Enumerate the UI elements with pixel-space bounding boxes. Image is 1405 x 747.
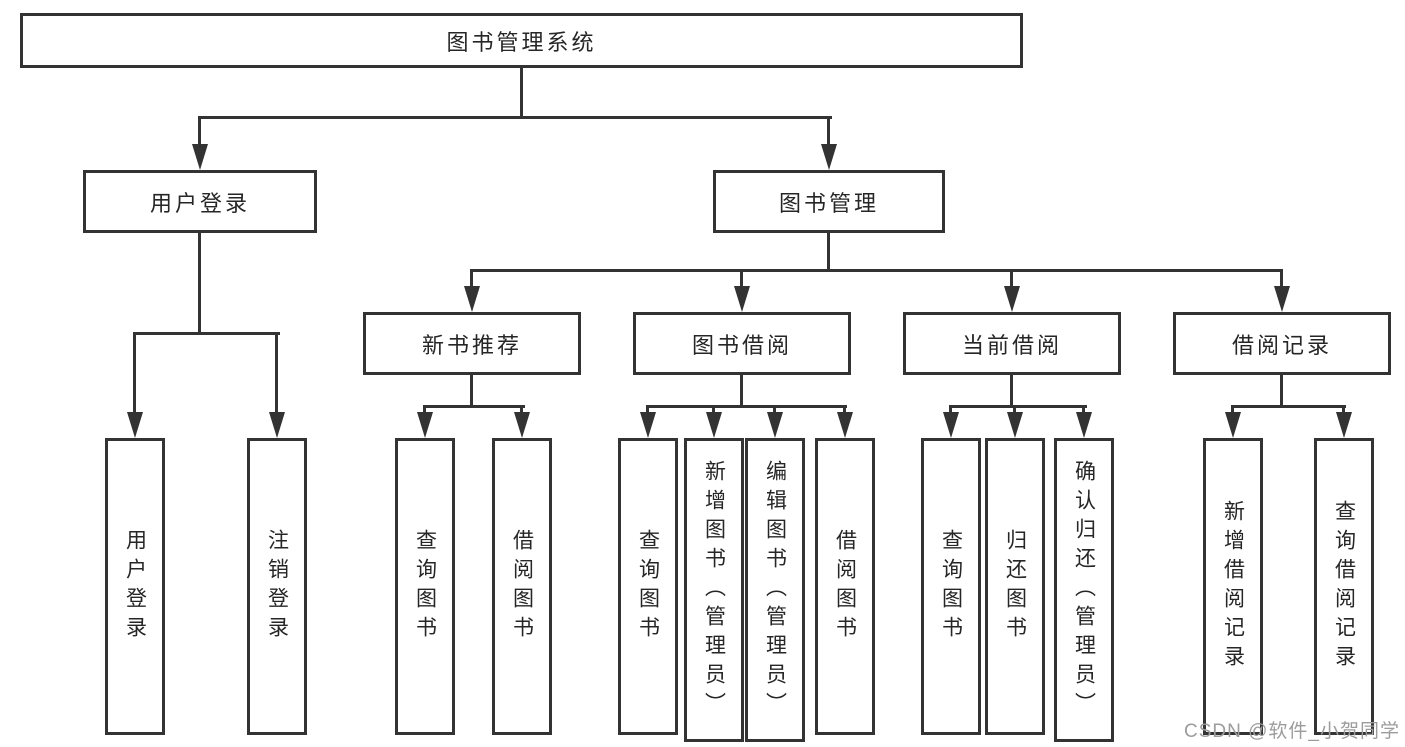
connector-vline [1231, 405, 1234, 415]
leaf-user-login-label: 用户登录 [123, 528, 147, 645]
node-borrowing-records-label: 借阅记录 [1231, 332, 1332, 358]
connector-vline [470, 375, 473, 407]
connector-hline [1231, 405, 1346, 408]
arrowhead-down-icon [1336, 412, 1352, 438]
leaf-return-books-label: 归还图书 [1003, 528, 1027, 645]
leaf-query-books-borrowing-label: 查询图书 [636, 528, 660, 645]
arrowhead-down-icon [192, 144, 208, 170]
arrowhead-down-icon [734, 286, 750, 312]
connector-hline [949, 405, 1087, 408]
connector-vline [520, 405, 523, 415]
leaf-query-books-recommend-label: 查询图书 [413, 528, 437, 645]
connector-hline [423, 405, 525, 408]
connector-vline [198, 233, 201, 334]
connector-vline [827, 116, 830, 146]
connector-vline [949, 405, 952, 415]
leaf-edit-books-admin: 编辑图书（管理员） [745, 438, 805, 742]
node-book-management: 图书管理 [713, 170, 945, 233]
leaf-confirm-return-admin: 确认归还（管理员） [1054, 438, 1114, 742]
connector-vline [740, 269, 743, 290]
leaf-query-books-current: 查询图书 [921, 438, 981, 735]
leaf-add-borrow-record: 新增借阅记录 [1203, 438, 1263, 735]
node-new-book-recommendation-label: 新书推荐 [421, 332, 522, 358]
connector-vline [1280, 375, 1283, 407]
connector-vline [827, 233, 830, 271]
arrowhead-down-icon [837, 412, 853, 438]
connector-vline [773, 405, 776, 415]
node-user-login: 用户登录 [83, 170, 317, 233]
node-borrowing-records: 借阅记录 [1173, 312, 1391, 375]
leaf-query-books-current-label: 查询图书 [939, 528, 963, 645]
leaf-borrow-books-borrowing-label: 借阅图书 [833, 528, 857, 645]
connector-vline [275, 332, 278, 414]
node-current-borrowing-label: 当前借阅 [961, 332, 1062, 358]
connector-hline [470, 269, 1283, 272]
arrowhead-down-icon [1004, 286, 1020, 312]
node-user-login-label: 用户登录 [149, 190, 250, 216]
connector-vline [1082, 405, 1085, 415]
arrowhead-down-icon [1225, 412, 1241, 438]
connector-vline [1010, 375, 1013, 407]
leaf-add-books-admin-label: 新增图书（管理员） [702, 459, 726, 721]
node-book-borrowing: 图书借阅 [633, 312, 851, 375]
arrowhead-down-icon [1076, 412, 1092, 438]
node-library-system: 图书管理系统 [20, 13, 1023, 68]
connector-hline [133, 332, 280, 335]
leaf-add-borrow-record-label: 新增借阅记录 [1221, 499, 1245, 674]
arrowhead-down-icon [821, 144, 837, 170]
arrowhead-down-icon [514, 412, 530, 438]
leaf-return-books: 归还图书 [985, 438, 1045, 735]
connector-hline [646, 405, 847, 408]
node-current-borrowing: 当前借阅 [903, 312, 1121, 375]
connector-vline [712, 405, 715, 415]
connector-vline [423, 405, 426, 415]
arrowhead-down-icon [767, 412, 783, 438]
leaf-borrow-books-recommend-label: 借阅图书 [510, 528, 534, 645]
leaf-borrow-books-borrowing: 借阅图书 [815, 438, 875, 735]
arrowhead-down-icon [706, 412, 722, 438]
leaf-logout: 注销登录 [247, 438, 307, 735]
connector-vline [133, 332, 136, 414]
leaf-query-books-borrowing: 查询图书 [618, 438, 678, 735]
connector-vline [1342, 405, 1345, 415]
node-book-management-label: 图书管理 [778, 190, 879, 216]
leaf-confirm-return-admin-label: 确认归还（管理员） [1072, 459, 1096, 721]
leaf-query-books-recommend: 查询图书 [395, 438, 455, 735]
arrowhead-down-icon [464, 286, 480, 312]
leaf-add-books-admin: 新增图书（管理员） [684, 438, 744, 742]
connector-vline [470, 269, 473, 290]
arrowhead-down-icon [640, 412, 656, 438]
connector-hline [198, 116, 832, 119]
leaf-borrow-books-recommend: 借阅图书 [492, 438, 552, 735]
arrowhead-down-icon [269, 412, 285, 438]
connector-vline [520, 68, 523, 119]
leaf-logout-label: 注销登录 [265, 528, 289, 645]
leaf-query-borrow-record-label: 查询借阅记录 [1332, 499, 1356, 674]
connector-vline [1010, 269, 1013, 290]
node-library-system-label: 图书管理系统 [446, 29, 597, 55]
leaf-user-login: 用户登录 [105, 438, 165, 735]
connector-vline [1280, 269, 1283, 290]
connector-vline [843, 405, 846, 415]
leaf-query-borrow-record: 查询借阅记录 [1314, 438, 1374, 735]
arrowhead-down-icon [1274, 286, 1290, 312]
connector-vline [198, 116, 201, 146]
node-book-borrowing-label: 图书借阅 [691, 332, 792, 358]
connector-vline [1013, 405, 1016, 415]
arrowhead-down-icon [417, 412, 433, 438]
node-new-book-recommendation: 新书推荐 [363, 312, 581, 375]
arrowhead-down-icon [127, 412, 143, 438]
connector-vline [646, 405, 649, 415]
arrowhead-down-icon [943, 412, 959, 438]
leaf-edit-books-admin-label: 编辑图书（管理员） [763, 459, 787, 721]
connector-vline [740, 375, 743, 407]
arrowhead-down-icon [1007, 412, 1023, 438]
